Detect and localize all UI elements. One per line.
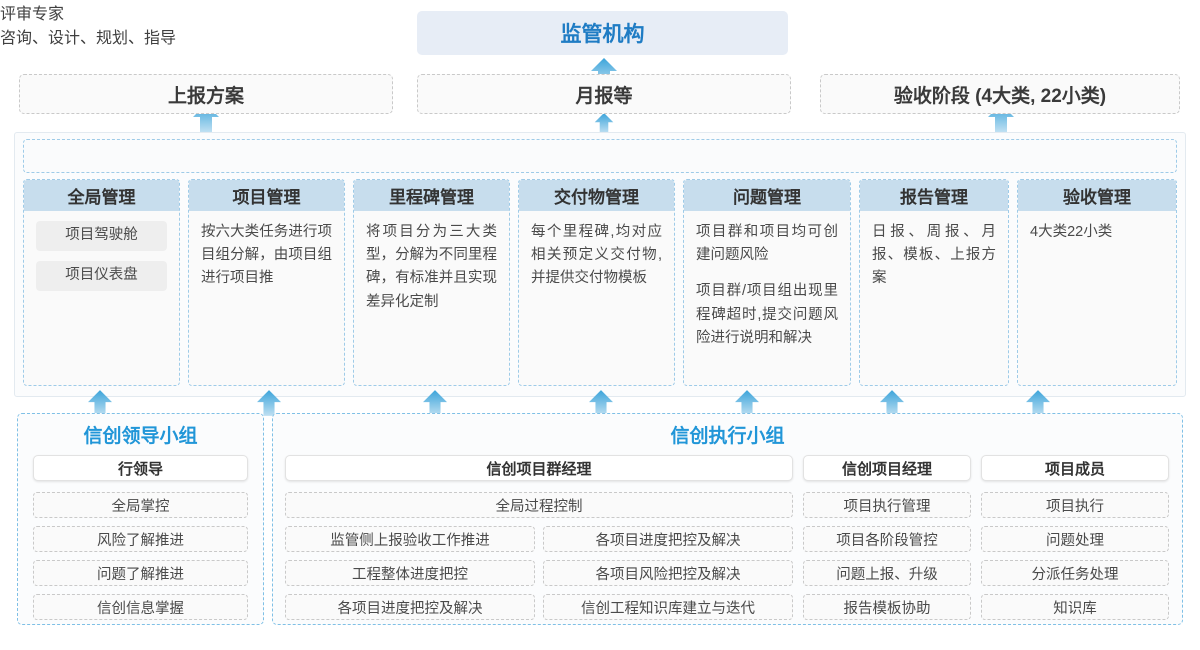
column-paragraph: 4大类22小类: [1030, 224, 1113, 240]
duty-item[interactable]: 问题处理: [981, 526, 1169, 552]
duty-item[interactable]: 项目执行: [981, 492, 1169, 518]
duty-item[interactable]: 知识库: [981, 594, 1169, 620]
arrow-up-leadership-to-global: [88, 390, 112, 416]
column-paragraph: 项目群和项目均可创建问题风险: [696, 224, 838, 264]
duty-item[interactable]: 信创工程知识库建立与迭代: [543, 594, 793, 620]
regulator-box: 监管机构: [417, 11, 788, 55]
duty-item[interactable]: 各项目风险把控及解决: [543, 560, 793, 586]
column-paragraph: 日报、周报、月报、模板、上报方案: [872, 224, 996, 287]
middle-header-band: [23, 139, 1177, 173]
duty-item-full[interactable]: 全局过程控制: [285, 492, 793, 518]
group-leadership-title: 信创领导小组: [83, 426, 198, 447]
consulting-label: 咨询、设计、规划、指导: [0, 30, 177, 47]
review-experts-label: 评审专家: [0, 6, 65, 23]
column-acceptance-management[interactable]: 验收管理 4大类22小类: [1017, 179, 1177, 386]
column-paragraph: 将项目分为三大类型，分解为不同里程碑，有标准并且实现差异化定制: [366, 224, 497, 310]
arrow-up-monthly-to-regulator: [594, 113, 614, 133]
arrow-up-exec-to-report: [880, 390, 904, 416]
channel-acceptance-stage[interactable]: 验收阶段 (4大类, 22小类): [820, 74, 1180, 114]
duty-item[interactable]: 问题了解推进: [33, 560, 248, 586]
arrow-up-exec-to-issue: [735, 390, 759, 416]
channel-monthly-report[interactable]: 月报等: [417, 74, 791, 114]
column-paragraph: 每个里程碑,均对应相关预定义交付物,并提供交付物模板: [531, 224, 662, 287]
column-body: 按六大类任务进行项目组分解，由项目组进行项目推: [189, 211, 344, 312]
column-issue-management[interactable]: 问题管理 项目群和项目均可创建问题风险 项目群/项目组出现里程碑超时,提交问题风…: [683, 179, 851, 386]
column-title: 交付物管理: [519, 180, 674, 211]
duty-item[interactable]: 项目执行管理: [803, 492, 971, 518]
column-report-management[interactable]: 报告管理 日报、周报、月报、模板、上报方案: [859, 179, 1009, 386]
column-title: 全局管理: [24, 180, 179, 211]
column-milestone-management[interactable]: 里程碑管理 将项目分为三大类型，分解为不同里程碑，有标准并且实现差异化定制: [353, 179, 510, 386]
duty-item[interactable]: 报告模板协助: [803, 594, 971, 620]
duty-item[interactable]: 信创信息掌握: [33, 594, 248, 620]
duty-item[interactable]: 风险了解推进: [33, 526, 248, 552]
duty-item[interactable]: 监管侧上报验收工作推进: [285, 526, 535, 552]
column-body: 日报、周报、月报、模板、上报方案: [860, 211, 1008, 312]
duty-item[interactable]: 工程整体进度把控: [285, 560, 535, 586]
group-leadership: [17, 413, 264, 625]
column-body: 项目群和项目均可创建问题风险 项目群/项目组出现里程碑超时,提交问题风险进行说明…: [684, 211, 850, 371]
column-paragraph: 项目群/项目组出现里程碑超时,提交问题风险进行说明和解决: [696, 283, 838, 346]
chip-item[interactable]: 项目仪表盘: [36, 261, 167, 291]
arrow-up-monthly-report: [591, 58, 617, 86]
column-body: 将项目分为三大类型，分解为不同里程碑，有标准并且实现差异化定制: [354, 211, 509, 335]
role-head-project-manager[interactable]: 信创项目经理: [803, 455, 971, 481]
arrow-up-exec-to-deliverable: [589, 390, 613, 416]
duty-item[interactable]: 问题上报、升级: [803, 560, 971, 586]
column-body: 4大类22小类: [1018, 211, 1176, 265]
column-body: 项目驾驶舱 项目仪表盘: [24, 211, 179, 309]
role-head-project-member[interactable]: 项目成员: [981, 455, 1169, 481]
role-head-program-manager[interactable]: 信创项目群经理: [285, 455, 793, 481]
duty-item[interactable]: 各项目进度把控及解决: [285, 594, 535, 620]
column-paragraph: 按六大类任务进行项目组分解，由项目组进行项目推: [201, 224, 332, 287]
channel-report-plan[interactable]: 上报方案: [19, 74, 393, 114]
column-project-management[interactable]: 项目管理 按六大类任务进行项目组分解，由项目组进行项目推: [188, 179, 345, 386]
column-global-management[interactable]: 全局管理 项目驾驶舱 项目仪表盘: [23, 179, 180, 386]
arrow-up-exec-to-project: [257, 390, 281, 416]
duty-item[interactable]: 各项目进度把控及解决: [543, 526, 793, 552]
duty-item[interactable]: 全局掌控: [33, 492, 248, 518]
duty-item[interactable]: 项目各阶段管控: [803, 526, 971, 552]
duty-item[interactable]: 分派任务处理: [981, 560, 1169, 586]
column-title: 里程碑管理: [354, 180, 509, 211]
arrow-up-exec-to-milestone: [423, 390, 447, 416]
chip-item[interactable]: 项目驾驶舱: [36, 221, 167, 251]
column-title: 验收管理: [1018, 180, 1176, 211]
column-title: 项目管理: [189, 180, 344, 211]
group-execution: [272, 413, 1183, 625]
role-head-bank-leader[interactable]: 行领导: [33, 455, 248, 481]
column-deliverable-management[interactable]: 交付物管理 每个里程碑,均对应相关预定义交付物,并提供交付物模板: [518, 179, 675, 386]
column-title: 问题管理: [684, 180, 850, 211]
column-body: 每个里程碑,均对应相关预定义交付物,并提供交付物模板: [519, 211, 674, 312]
arrow-up-exec-to-acceptance: [1026, 390, 1050, 416]
column-title: 报告管理: [860, 180, 1008, 211]
group-execution-title: 信创执行小组: [670, 426, 785, 447]
